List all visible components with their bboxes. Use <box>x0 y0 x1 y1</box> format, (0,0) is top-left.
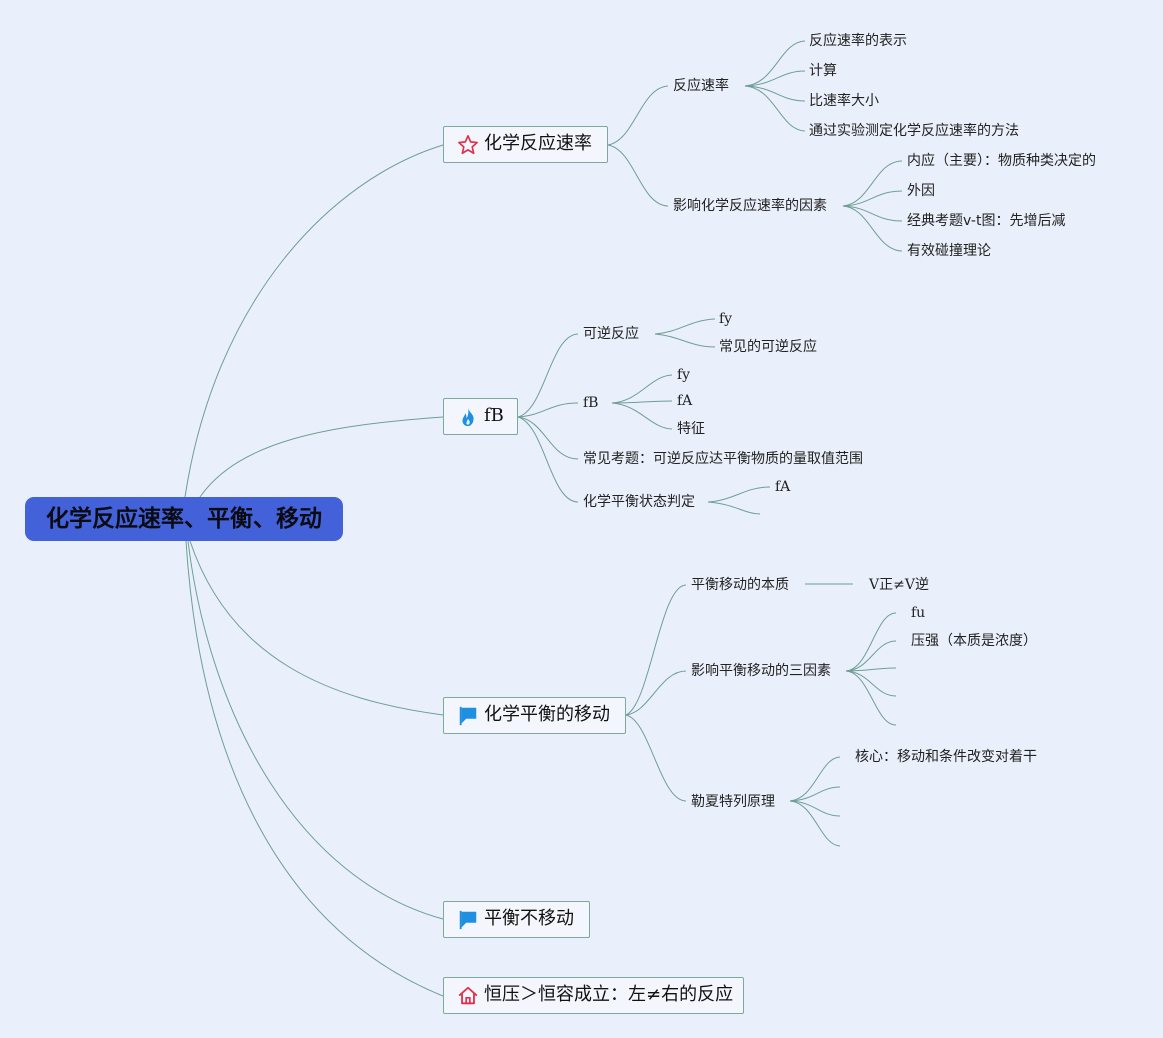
leaf-v-forward-neq-reverse[interactable]: V正≠V逆 <box>869 577 929 593</box>
leaf-collision-theory[interactable]: 有效碰撞理论 <box>907 243 991 259</box>
topic-title: 化学反应速率 <box>484 133 592 154</box>
topic-fb[interactable]: fB <box>443 398 518 435</box>
flag-icon <box>459 910 477 930</box>
leaf-characteristics[interactable]: 特征 <box>677 421 705 437</box>
home-icon <box>458 986 478 1005</box>
leaf-external-cause[interactable]: 外因 <box>907 183 935 199</box>
subtopic-reversible-reaction[interactable]: 可逆反应 <box>583 326 639 342</box>
leaf-calculation[interactable]: 计算 <box>809 63 837 79</box>
leaf-vt-graph[interactable]: 经典考题v-t图：先增后减 <box>907 213 1066 229</box>
topic-equilibrium-shift[interactable]: 化学平衡的移动 <box>443 697 626 734</box>
root-title: 化学反应速率、平衡、移动 <box>46 506 322 532</box>
leaf-compare-rates[interactable]: 比速率大小 <box>809 93 879 109</box>
leaf-common-reversible[interactable]: 常见的可逆反应 <box>719 339 817 355</box>
leaf-rate-expression[interactable]: 反应速率的表示 <box>809 33 907 49</box>
leaf-pressure[interactable]: 压强（本质是浓度） <box>911 633 1037 649</box>
star-icon <box>458 135 478 155</box>
topic-title: 平衡不移动 <box>484 908 574 929</box>
topic-title: fB <box>484 405 504 426</box>
subtopic-common-question[interactable]: 常见考题：可逆反应达平衡物质的量取值范围 <box>583 451 863 467</box>
topic-title: 化学平衡的移动 <box>484 704 610 725</box>
leaf-internal-cause[interactable]: 内应（主要）：物质种类决定的 <box>907 153 1096 169</box>
subtopic-three-factors[interactable]: 影响平衡移动的三因素 <box>691 663 831 679</box>
leaf-fu[interactable]: fu <box>911 605 926 621</box>
subtopic-rate-factors[interactable]: 影响化学反应速率的因素 <box>673 198 827 214</box>
leaf-fy[interactable]: fy <box>719 311 733 327</box>
leaf-fa[interactable]: fA <box>775 479 791 495</box>
subtopic-fb[interactable]: fB <box>583 395 599 411</box>
flag-icon <box>459 706 477 726</box>
leaf-experiment-method[interactable]: 通过实验测定化学反应速率的方法 <box>809 123 1019 139</box>
leaf-fa[interactable]: fA <box>677 393 693 409</box>
subtopic-le-chatelier[interactable]: 勒夏特列原理 <box>691 794 775 810</box>
leaf-fy[interactable]: fy <box>677 367 691 383</box>
subtopic-rate[interactable]: 反应速率 <box>673 78 729 94</box>
subtopic-shift-essence[interactable]: 平衡移动的本质 <box>691 577 789 593</box>
topic-constant-pressure[interactable]: 恒压＞恒容成立：左≠右的反应 <box>443 977 744 1014</box>
leaf-core-principle[interactable]: 核心：移动和条件改变对着干 <box>855 749 1037 765</box>
topic-reaction-rate[interactable]: 化学反应速率 <box>443 126 608 163</box>
topic-no-shift[interactable]: 平衡不移动 <box>443 901 590 938</box>
root-topic[interactable]: 化学反应速率、平衡、移动 <box>25 497 343 541</box>
topic-title: 恒压＞恒容成立：左≠右的反应 <box>484 984 734 1005</box>
subtopic-equilibrium-judgement[interactable]: 化学平衡状态判定 <box>583 494 695 510</box>
fire-icon <box>462 407 474 427</box>
